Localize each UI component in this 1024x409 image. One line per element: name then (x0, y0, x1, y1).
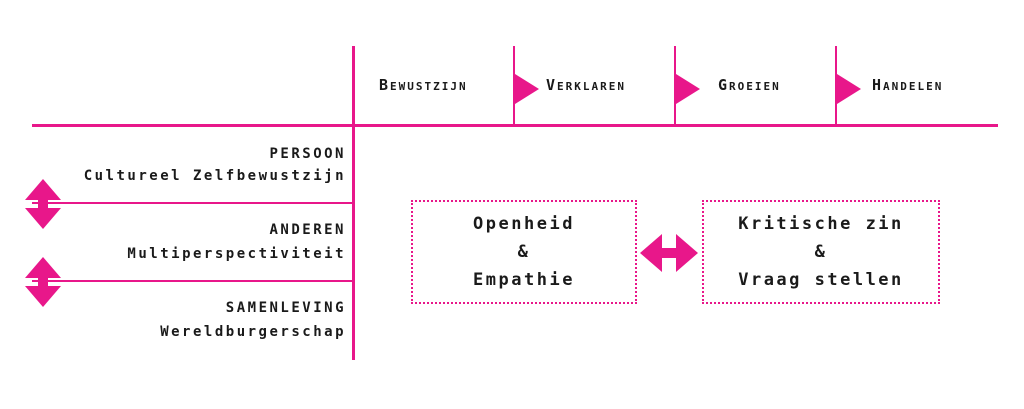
column-divider (835, 46, 837, 126)
column-divider (513, 46, 515, 126)
box-line: Empathie (473, 270, 575, 290)
row-divider (32, 280, 354, 282)
column-label-bewustzijn: Bewustzijn (379, 76, 468, 94)
row-title-persoon: PERSOON (269, 146, 346, 162)
box-line: Openheid (473, 214, 575, 234)
column-label-handelen: Handelen (872, 76, 944, 94)
horizontal-axis-line (32, 124, 998, 127)
arrow-right-icon (676, 74, 700, 104)
arrow-up-down-icon (25, 257, 61, 307)
arrow-up-down-icon (25, 179, 61, 229)
box-line: Vraag stellen (738, 270, 904, 290)
column-divider (674, 46, 676, 126)
row-title-anderen: ANDEREN (269, 222, 346, 238)
row-subtitle-samenleving: Wereldburgerschap (160, 324, 346, 340)
box-openheid-empathie: Openheid & Empathie (411, 200, 637, 304)
arrow-right-icon (837, 74, 861, 104)
row-divider (32, 202, 354, 204)
row-subtitle-persoon: Cultureel Zelfbewustzijn (83, 168, 346, 184)
box-line: Kritische zin (738, 214, 904, 234)
column-label-groeien: Groeien (718, 76, 781, 94)
row-title-samenleving: SAMENLEVING (225, 300, 346, 316)
box-line: & (517, 242, 531, 262)
arrow-right-icon (515, 74, 539, 104)
arrow-left-right-icon (640, 234, 698, 272)
box-kritische-zin-vraag-stellen: Kritische zin & Vraag stellen (702, 200, 940, 304)
column-label-verklaren: Verklaren (546, 76, 627, 94)
box-line: & (814, 242, 828, 262)
row-subtitle-anderen: Multiperspectiviteit (127, 246, 346, 262)
